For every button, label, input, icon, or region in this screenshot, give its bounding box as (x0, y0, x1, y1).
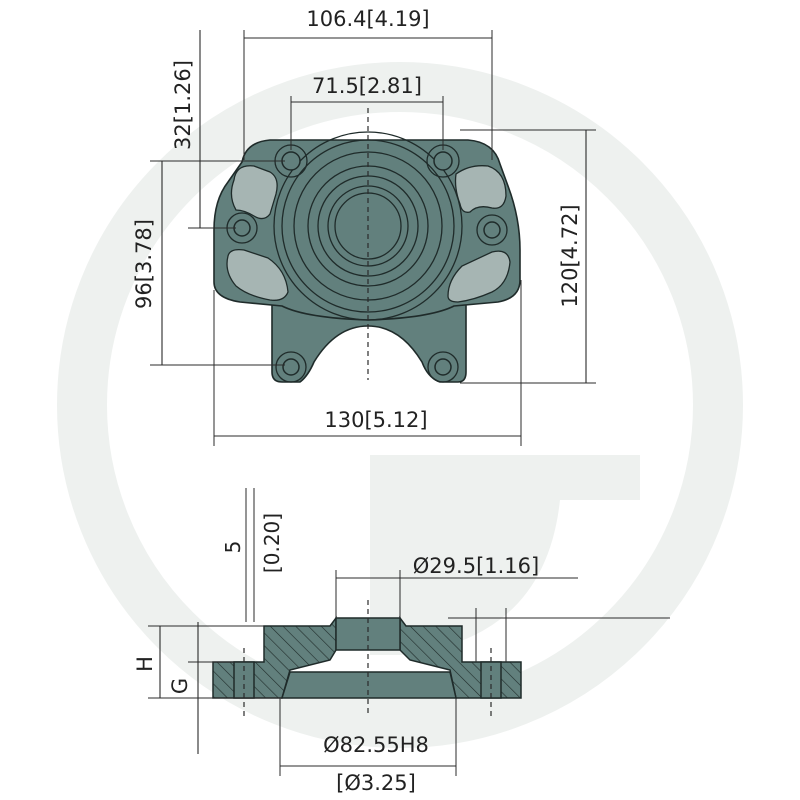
dim-overall-width: 130[5.12] (324, 408, 427, 432)
bolt-hole-bottom-left (282, 358, 300, 376)
bolt-hole-right-boss (476, 214, 508, 246)
bolt-hole-left (233, 219, 251, 237)
bolt-hole-right (483, 221, 501, 239)
section-view: 5 [0.20] Ø29.5[1.16] H G Ø82.55H8 [Ø3.25… (133, 488, 670, 795)
dim-top-width: 106.4[4.19] (306, 7, 429, 31)
bolt-hole-bottom-left-boss (275, 351, 307, 383)
bolt-hole-bottom-right (434, 358, 452, 376)
pocket-lower-left (226, 248, 289, 301)
pocket-upper-left (230, 165, 278, 220)
dim-right-height: 120[4.72] (558, 204, 582, 307)
bolt-hole-bottom-right-boss (427, 351, 459, 383)
section-pilot-ring (280, 671, 457, 699)
bolt-hole-top-right (433, 151, 453, 171)
dim-bore: Ø29.5[1.16] (413, 554, 539, 578)
label-h: H (133, 656, 157, 672)
pocket-lower-right (447, 250, 511, 303)
dim-left-offset: 32[1.26] (171, 60, 195, 150)
granit-g-logo (57, 62, 743, 748)
label-g: G (168, 678, 192, 694)
section-bore-insert (335, 617, 401, 651)
dim-bolt-spacing: 71.5[2.81] (312, 74, 422, 98)
dim-step-mm: 5 (221, 541, 245, 554)
dim-pilot-in: [Ø3.25] (336, 771, 416, 795)
pocket-upper-right (454, 165, 507, 213)
dim-left-height: 96[3.78] (132, 219, 156, 309)
top-view: 106.4[4.19] 71.5[2.81] 32[1.26] 96[3.78]… (132, 7, 596, 446)
dim-pilot-mm: Ø82.55H8 (323, 733, 429, 757)
dim-step-in: [0.20] (260, 513, 284, 573)
